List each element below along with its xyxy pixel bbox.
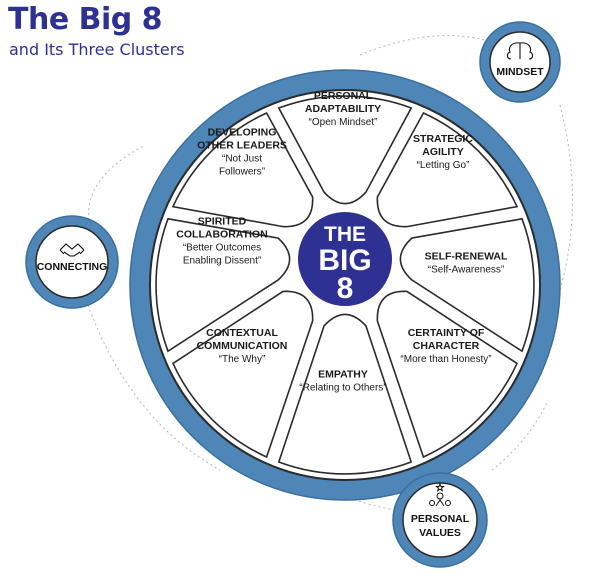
people-stars-icon — [429, 482, 451, 507]
connector-mindset-top — [359, 35, 501, 56]
segment-4-title-2: CHARACTER — [413, 340, 480, 352]
connector-values-right — [491, 399, 549, 471]
center-hub — [296, 210, 394, 308]
segment-petal-2 — [376, 111, 519, 228]
segment-3-subtitle-1: “Self-Awareness” — [428, 265, 505, 276]
cluster-mindset: MINDSET — [479, 21, 561, 103]
segment-8-subtitle-1: “Not Just — [222, 154, 262, 165]
segment-6-title-1: CONTEXTUAL — [206, 327, 278, 339]
segment-petal-3 — [399, 217, 535, 353]
cluster-connecting-label-1: CONNECTING — [37, 261, 108, 273]
handshake-icon — [59, 243, 85, 257]
segment-1-subtitle-1: “Open Mindset” — [309, 117, 378, 128]
segment-1-title-2: ADAPTABILITY — [305, 103, 381, 115]
segment-petal-1 — [277, 95, 413, 205]
segment-petal-8 — [171, 111, 314, 228]
segment-8-title-2: OTHER LEADERS — [197, 140, 287, 152]
segment-7-title-1: SPIRITED — [198, 216, 247, 228]
segment-2-title-2: AGILITY — [422, 146, 463, 158]
cluster-values-label-2: VALUES — [419, 527, 461, 539]
segment-5-subtitle-1: “Relating to Others” — [299, 383, 386, 394]
center-line-2: BIG — [318, 244, 371, 277]
cluster-connecting: CONNECTING — [25, 215, 119, 309]
segment-7-subtitle-2: Enabling Dissent” — [183, 256, 261, 267]
cluster-mindset-label-1: MINDSET — [496, 66, 544, 78]
segment-2-subtitle-1: “Letting Go” — [417, 160, 470, 171]
page-subtitle: and Its Three Clusters — [9, 40, 185, 59]
segment-6-subtitle-1: “The Why” — [219, 354, 266, 365]
segment-1-title-1: PERSONAL — [314, 90, 373, 102]
segment-4-subtitle-1: “More than Honesty” — [400, 354, 491, 365]
segment-6-title-2: COMMUNICATION — [197, 340, 288, 352]
connector-connecting-bottom — [87, 304, 221, 471]
segment-7-subtitle-1: “Better Outcomes — [183, 243, 261, 254]
connector-mindset-right — [559, 104, 573, 291]
center-line-1: THE — [324, 223, 366, 246]
segment-8-title-1: DEVELOPING — [208, 127, 277, 139]
segment-petal-5 — [277, 313, 413, 475]
segment-8-subtitle-2: Followers” — [219, 167, 265, 178]
segment-2-title-1: STRATEGIC — [413, 133, 473, 145]
connector-connecting-top — [88, 144, 146, 226]
center-line-3: 8 — [337, 272, 354, 305]
segment-petal-4 — [376, 290, 519, 459]
segment-3-title-1: SELF-RENEWAL — [425, 251, 508, 263]
brain-icon — [506, 42, 534, 60]
cluster-personal-values: PERSONAL VALUES — [392, 472, 488, 568]
page-title: The Big 8 — [8, 2, 163, 37]
segment-5-title-1: EMPATHY — [318, 369, 368, 381]
segment-petal-7 — [155, 217, 291, 353]
segment-petal-6 — [171, 290, 314, 459]
segment-4-title-1: CERTAINTY OF — [408, 327, 485, 339]
outer-ring — [130, 70, 560, 500]
outer-ring-edge — [129, 69, 561, 501]
cluster-values-label-1: PERSONAL — [411, 513, 470, 525]
segments-layer — [155, 95, 535, 475]
segment-7-title-2: COLLABORATION — [176, 229, 267, 241]
